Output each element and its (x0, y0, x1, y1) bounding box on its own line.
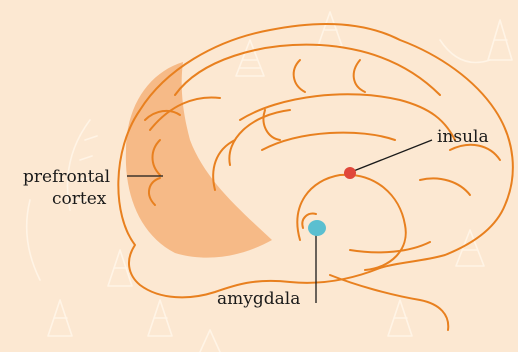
prefrontal-label-line1: prefrontal (23, 167, 110, 187)
amygdala-label: amygdala (217, 289, 300, 309)
insula-marker (344, 167, 356, 179)
prefrontal-label-line2: cortex (52, 189, 107, 209)
insula-leader (351, 140, 432, 172)
insula-label: insula (437, 127, 489, 147)
prefrontal-region (126, 62, 272, 258)
amygdala-marker (308, 220, 326, 236)
